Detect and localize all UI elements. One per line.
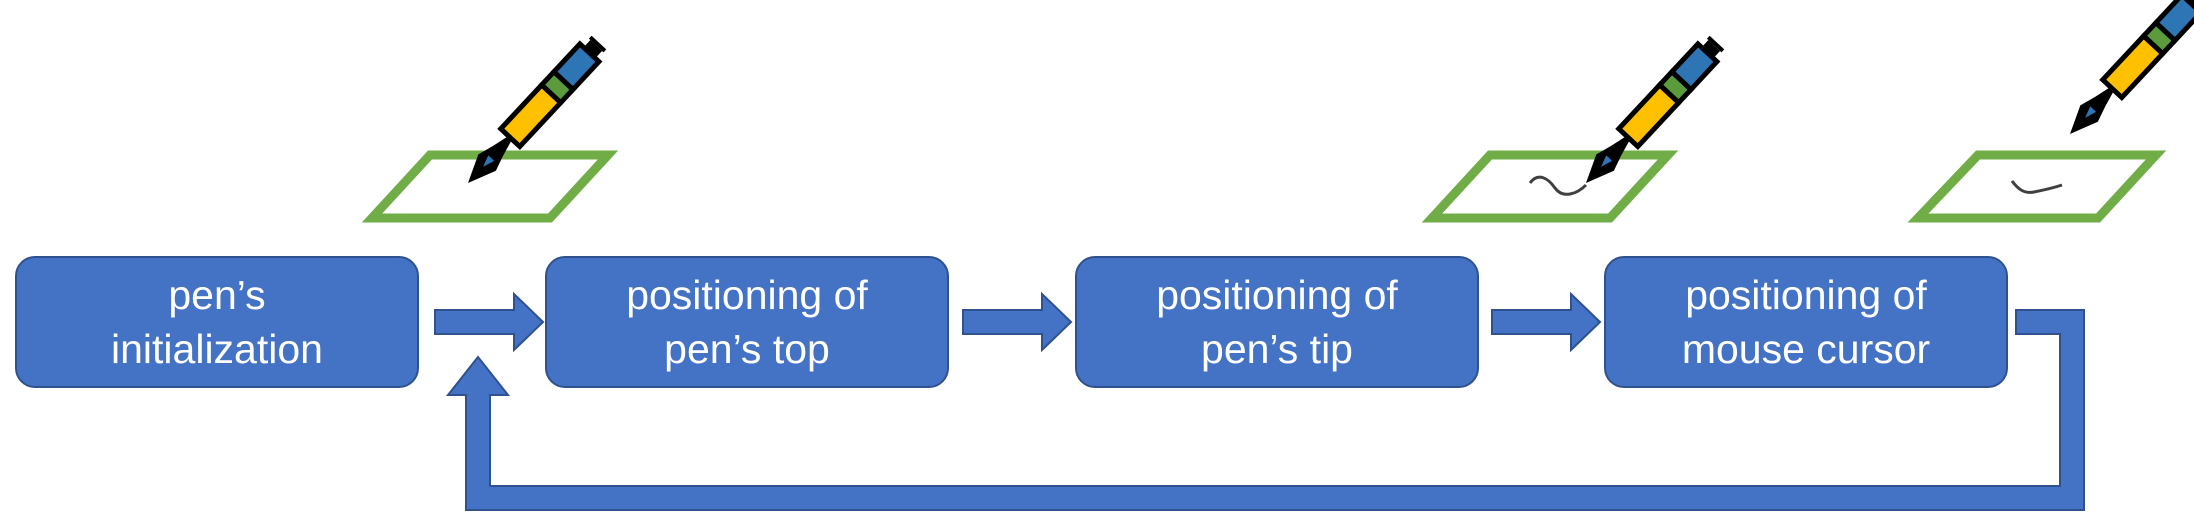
pen-on-tablet-icon — [361, 35, 619, 223]
step-positioning-mouse-cursor: positioning of mouse cursor — [1604, 256, 2008, 388]
step-label-line2: pen’s tip — [1201, 326, 1353, 372]
step-label-line2: pen’s top — [664, 326, 830, 372]
step-label-line2: initialization — [111, 326, 323, 372]
loop-back-arrow — [445, 309, 2085, 511]
arrow-initialization-to-top — [434, 291, 545, 353]
step-positioning-pen-tip: positioning of pen’s tip — [1075, 256, 1479, 388]
step-label-line1: pen’s — [168, 272, 266, 318]
step-label-line2: mouse cursor — [1681, 326, 1931, 372]
step-label-line1: positioning of — [1685, 272, 1927, 318]
arrow-top-to-tip — [962, 291, 1073, 353]
step-label-line1: positioning of — [1156, 272, 1398, 318]
step-label-line1: positioning of — [626, 272, 868, 318]
step-positioning-pen-top: positioning of pen’s top — [545, 256, 949, 388]
pen-drawing-on-tablet-icon — [1421, 35, 1725, 223]
step-pen-initialization: pen’s initialization — [15, 256, 419, 388]
arrow-tip-to-cursor — [1491, 291, 1602, 353]
pen-lifted-from-tablet-icon — [1907, 0, 2194, 223]
